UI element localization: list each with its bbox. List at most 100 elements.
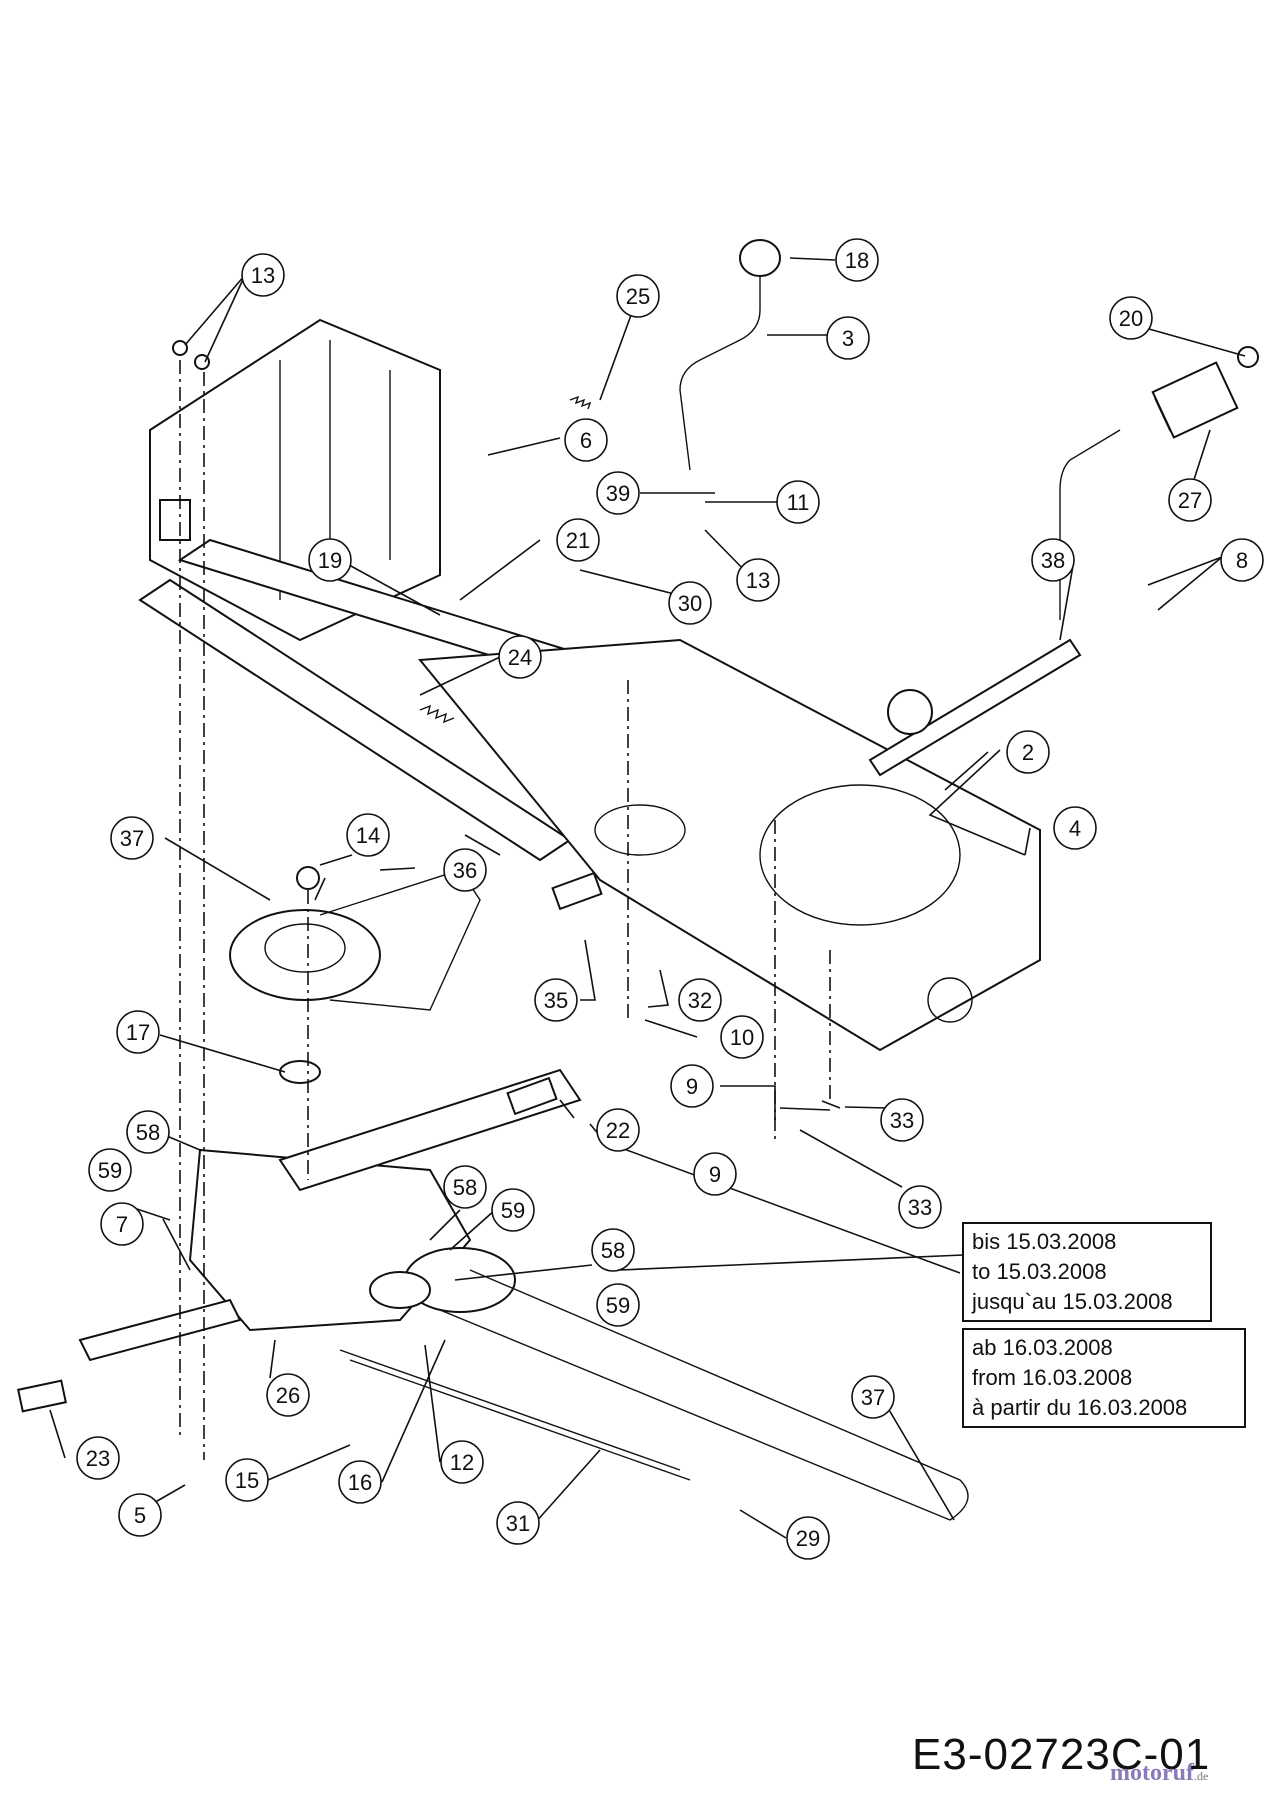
callout-24: 24 [498, 635, 542, 679]
svg-text:9: 9 [686, 1074, 698, 1099]
assembly-axis-lines [179, 360, 831, 1460]
callout-13-top: 13 [241, 253, 285, 297]
callout-58-mid: 58 [443, 1165, 487, 1209]
svg-text:5: 5 [134, 1503, 146, 1528]
callout-20: 20 [1109, 296, 1153, 340]
callout-19: 19 [308, 538, 352, 582]
callout-38: 38 [1031, 538, 1075, 582]
svg-text:8: 8 [1236, 548, 1248, 573]
note-before-line-3: jusqu`au 15.03.2008 [972, 1289, 1173, 1314]
svg-text:39: 39 [606, 481, 630, 506]
svg-text:37: 37 [120, 826, 144, 851]
svg-text:2: 2 [1022, 740, 1034, 765]
callout-8: 8 [1220, 538, 1264, 582]
svg-text:33: 33 [908, 1195, 932, 1220]
svg-text:18: 18 [845, 248, 869, 273]
svg-text:12: 12 [450, 1450, 474, 1475]
callout-32: 32 [678, 978, 722, 1022]
note-after-date: ab 16.03.2008 from 16.03.2008 à partir d… [962, 1328, 1246, 1428]
callout-13-mid: 13 [736, 558, 780, 602]
brand-watermark: motoruf.de [1110, 1760, 1208, 1787]
brand-name: motoruf [1110, 1760, 1194, 1786]
note-after-line-1: ab 16.03.2008 [972, 1335, 1113, 1360]
svg-text:19: 19 [318, 548, 342, 573]
svg-text:7: 7 [116, 1212, 128, 1237]
callout-23: 23 [76, 1436, 120, 1480]
callout-12: 12 [440, 1440, 484, 1484]
chassis-drawing [17, 239, 1259, 1521]
callout-35: 36 [443, 848, 487, 892]
note-before-line-2: to 15.03.2008 [972, 1259, 1107, 1284]
svg-text:58: 58 [453, 1175, 477, 1200]
svg-text:30: 30 [678, 591, 702, 616]
svg-text:3: 3 [842, 326, 854, 351]
callout-58-left: 58 [126, 1110, 170, 1154]
callout-58-right: 58 [591, 1228, 635, 1272]
svg-text:11: 11 [787, 490, 810, 515]
note-after-line-3: à partir du 16.03.2008 [972, 1395, 1188, 1420]
svg-text:20: 20 [1119, 306, 1143, 331]
svg-text:37: 37 [861, 1385, 885, 1410]
svg-text:24: 24 [508, 645, 532, 670]
svg-text:38: 38 [1041, 548, 1065, 573]
callout-59-left: 59 [88, 1148, 132, 1192]
svg-text:22: 22 [606, 1118, 630, 1143]
callouts: 13 18 25 3 20 6 39 11 27 8 38 19 21 13 3… [76, 238, 1264, 1560]
brand-suffix: .de [1193, 1769, 1209, 1783]
svg-text:58: 58 [136, 1120, 160, 1145]
callout-14: 14 [346, 813, 390, 857]
svg-text:35: 35 [544, 988, 568, 1013]
callout-27: 27 [1168, 478, 1212, 522]
callout-33-upper: 33 [880, 1098, 924, 1142]
callout-3: 3 [826, 316, 870, 360]
svg-text:59: 59 [501, 1198, 525, 1223]
callout-18: 18 [835, 238, 879, 282]
callout-59-right: 59 [596, 1283, 640, 1327]
svg-text:31: 31 [506, 1511, 530, 1536]
callout-59-mid: 59 [491, 1188, 535, 1232]
callout-26: 26 [266, 1373, 310, 1417]
svg-text:27: 27 [1178, 488, 1202, 513]
callout-21: 21 [556, 518, 600, 562]
svg-text:33: 33 [890, 1108, 914, 1133]
svg-text:36: 36 [453, 858, 477, 883]
callout-4: 4 [1053, 806, 1097, 850]
svg-text:9: 9 [709, 1162, 721, 1187]
svg-text:4: 4 [1069, 816, 1081, 841]
svg-text:16: 16 [348, 1470, 372, 1495]
callout-33-lower: 33 [898, 1185, 942, 1229]
callout-25: 25 [616, 274, 660, 318]
svg-text:26: 26 [276, 1383, 300, 1408]
leader-lines [49, 257, 1246, 1539]
svg-text:15: 15 [235, 1468, 259, 1493]
callout-7: 7 [100, 1202, 144, 1246]
note-after-line-2: from 16.03.2008 [972, 1365, 1133, 1390]
callout-15: 15 [225, 1458, 269, 1502]
svg-text:13: 13 [746, 568, 770, 593]
callout-30: 30 [668, 581, 712, 625]
callout-36: 37 [851, 1375, 895, 1419]
callout-10: 10 [720, 1015, 764, 1059]
svg-text:13: 13 [251, 263, 275, 288]
svg-text:10: 10 [730, 1025, 754, 1050]
callout-9-lower: 9 [693, 1152, 737, 1196]
note-before-date: bis 15.03.2008 to 15.03.2008 jusqu`au 15… [962, 1222, 1212, 1322]
callout-6: 6 [564, 418, 608, 462]
callout-39: 39 [596, 471, 640, 515]
note-before-line-1: bis 15.03.2008 [972, 1229, 1117, 1254]
callout-34: 35 [534, 978, 578, 1022]
svg-text:58: 58 [601, 1238, 625, 1263]
svg-text:14: 14 [356, 823, 380, 848]
svg-text:59: 59 [98, 1158, 122, 1183]
callout-5: 5 [118, 1493, 162, 1537]
callout-2: 2 [1006, 730, 1050, 774]
svg-text:6: 6 [580, 428, 592, 453]
svg-text:17: 17 [126, 1020, 150, 1045]
callout-29: 29 [786, 1516, 830, 1560]
svg-text:25: 25 [626, 284, 650, 309]
svg-text:29: 29 [796, 1526, 820, 1551]
callout-16: 16 [338, 1460, 382, 1504]
svg-text:23: 23 [86, 1446, 110, 1471]
svg-text:21: 21 [566, 528, 590, 553]
